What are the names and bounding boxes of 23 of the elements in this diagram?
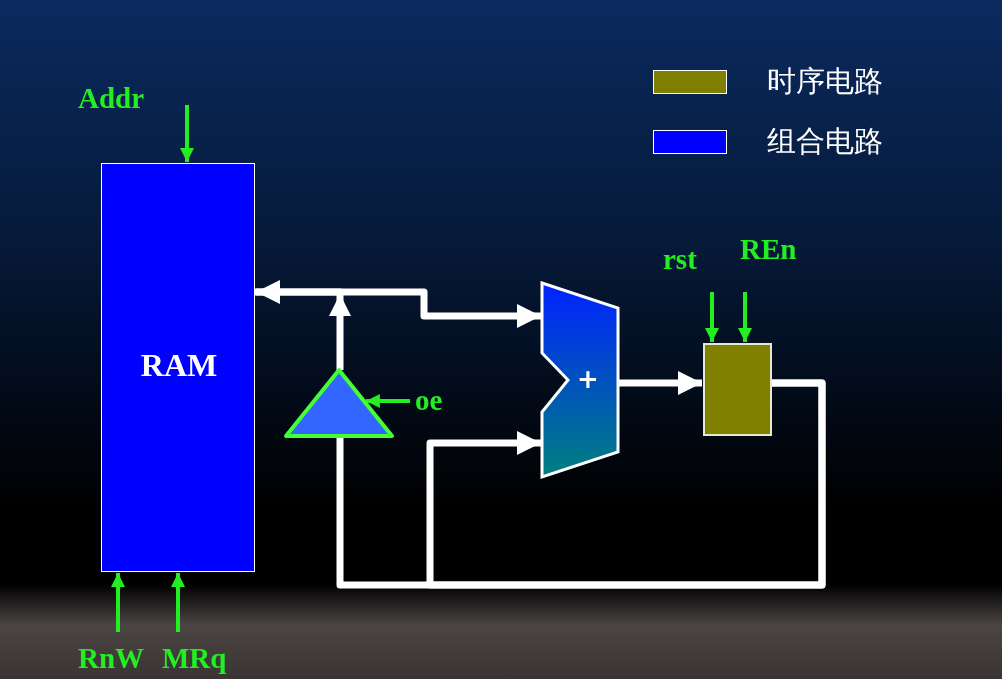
- arrow: [255, 288, 541, 328]
- connector-line: [336, 379, 826, 589]
- block-label: RAM: [139, 346, 219, 384]
- memory-block: [101, 163, 255, 572]
- arrow: [180, 105, 194, 162]
- tristate-buffer: [282, 367, 396, 439]
- plus-sign: +: [577, 364, 599, 394]
- signal-label: RnW: [78, 642, 145, 674]
- signal-label: oe: [415, 384, 443, 416]
- signal-label: rst: [663, 243, 697, 275]
- arrow: [365, 394, 410, 408]
- legend-label: 组合电路: [767, 124, 883, 158]
- arrow: [111, 573, 125, 632]
- arrow: [619, 371, 702, 395]
- legend-label: 时序电路: [767, 64, 883, 98]
- signal-label: REn: [740, 233, 797, 265]
- register-block: [703, 343, 772, 436]
- arrow: [705, 292, 719, 342]
- signal-label: MRq: [162, 642, 227, 674]
- signal-label: Addr: [78, 82, 145, 114]
- arrow: [171, 573, 185, 632]
- adder-block: [539, 280, 621, 480]
- arrow: [738, 292, 752, 342]
